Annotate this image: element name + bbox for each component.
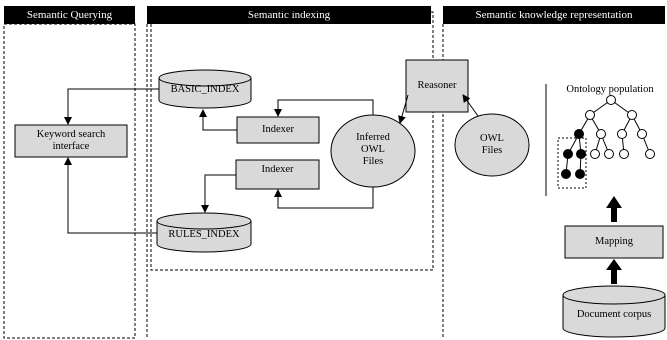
inferred-owl-line-1: Inferred [356, 132, 390, 143]
inferred-owl-line-3: Files [362, 156, 384, 167]
arrow-indexer-bottom-to-rules [201, 174, 236, 213]
arrow-mapping-to-ontology [606, 196, 622, 222]
keyword-search-label: Keyword search interface [15, 129, 127, 153]
ontology-population-label: Ontology population [566, 84, 654, 95]
keyword-search-line-1: Keyword search [36, 129, 106, 140]
arrow-rules-to-keyword [64, 157, 157, 234]
arrow-inferred-to-indexer-bottom [274, 187, 374, 209]
document-corpus-label: Document corpus [576, 309, 652, 320]
header-semantic-knowledge-representation: Semantic knowledge representation [443, 6, 665, 24]
owl-files-line-1: OWL [480, 133, 504, 144]
indexer-top-label: Indexer [261, 124, 295, 135]
querying-section-border [3, 23, 136, 339]
owl-files-line-2: Files [481, 145, 503, 156]
ontology-tree-icon [545, 84, 655, 196]
basic-index-label: BASIC_INDEX [170, 84, 240, 95]
owl-files-ellipse [454, 113, 530, 177]
arrow-corpus-to-mapping [606, 259, 622, 284]
mapping-label: Mapping [595, 236, 633, 247]
inferred-owl-label: Inferred OWL Files [331, 132, 415, 168]
arrow-basic-to-keyword [64, 88, 159, 125]
arrow-indexer-top-to-basic [199, 109, 237, 131]
indexing-inner-border [150, 11, 434, 271]
basic-index-cylinder [158, 69, 252, 109]
inferred-owl-line-2: OWL [361, 144, 385, 155]
reasoner-label: Reasoner [417, 80, 457, 91]
owl-files-label: OWL Files [455, 133, 529, 157]
keyword-search-line-2: interface [52, 141, 90, 152]
keyword-search-box [14, 124, 128, 158]
arrow-inferred-to-indexer-top [274, 99, 374, 117]
rules-index-label: RULES_INDEX [168, 229, 240, 240]
block-arrows [606, 196, 622, 284]
arrow-owl-to-reasoner [462, 94, 479, 117]
ontology-highlight-box [557, 137, 587, 189]
reasoner-box [405, 59, 469, 113]
indexer-bottom-label: Indexer [261, 164, 294, 175]
rules-index-cylinder [156, 212, 252, 253]
arrow-reasoner-to-inferred [398, 94, 409, 124]
connectors [64, 88, 479, 234]
mapping-box [564, 225, 664, 259]
header-semantic-querying: Semantic Querying [4, 6, 135, 24]
document-corpus-cylinder [562, 285, 666, 338]
